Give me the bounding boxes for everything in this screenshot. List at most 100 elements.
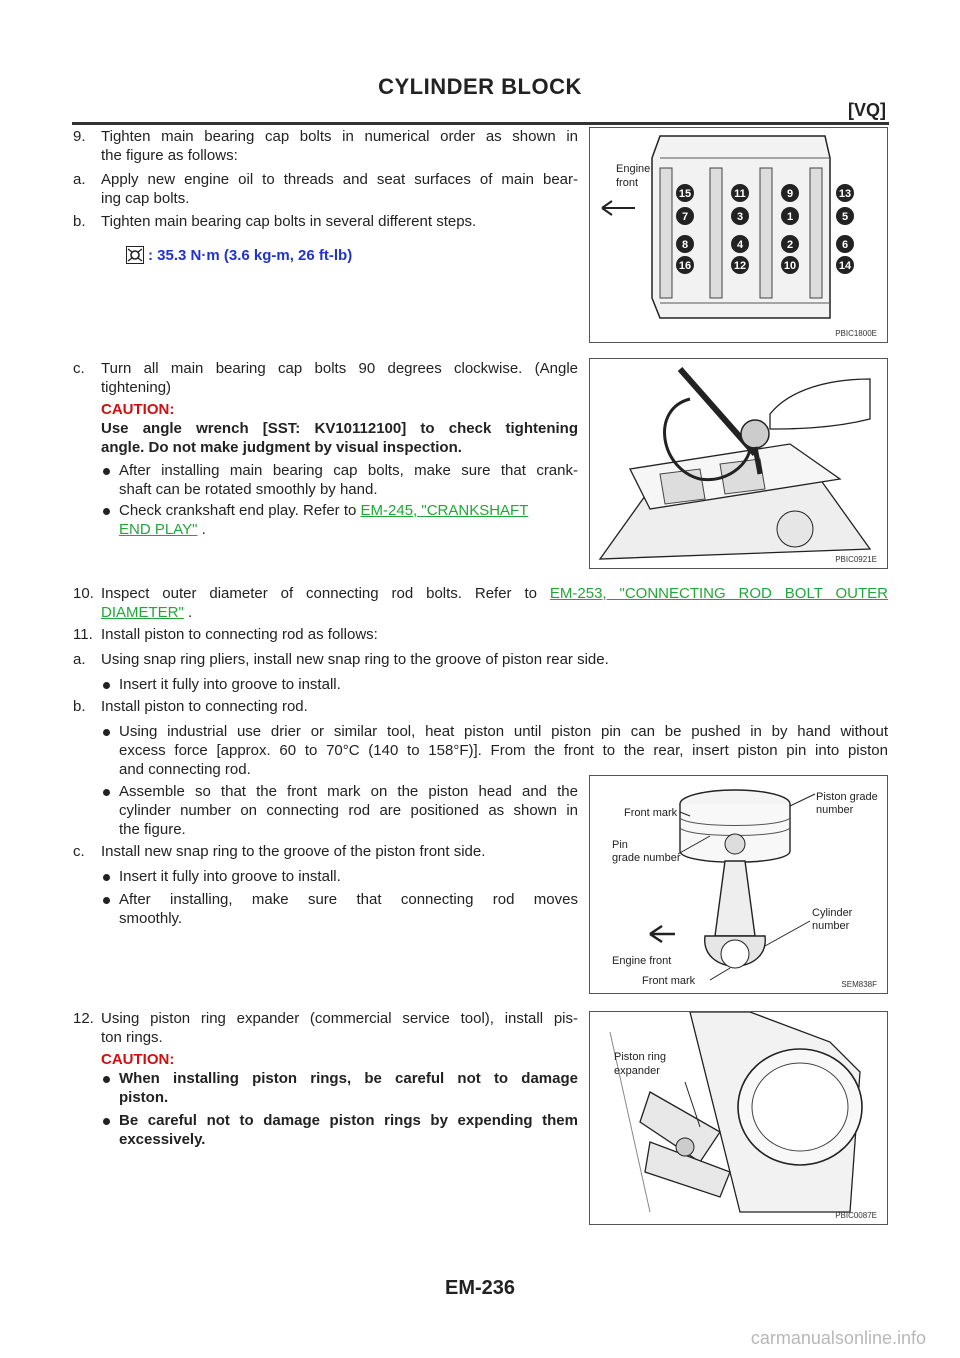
bullet-dot: [103, 1118, 110, 1125]
step-11b-bullet1-line2: excess force [approx. 60 to 70°C (140 to…: [119, 742, 888, 759]
cylinder-number-label-1: Cylinder: [812, 907, 853, 919]
step-9c-letter: c.: [73, 360, 85, 377]
step-9c-line1: Turn all main bearing cap bolts 90 degre…: [101, 360, 578, 377]
bolt-callout-number: 6: [842, 239, 848, 251]
page-number: EM-236: [444, 1277, 516, 1299]
piston-rod-drawing: Piston grade number Front mark Pin grade…: [612, 789, 878, 987]
step-11b-bullet2-line2: cylinder number on connecting rod are po…: [119, 802, 578, 819]
link-em245[interactable]: EM-245, "CRANKSHAFT: [360, 502, 529, 519]
link-em253[interactable]: EM-253, "CONNECTING ROD BOLT OUTER: [549, 585, 888, 602]
step-11c-letter: c.: [73, 843, 85, 860]
bolt-callout-number: 1: [787, 211, 793, 223]
caution-1-line2: angle. Do not make judgment by visual in…: [101, 439, 462, 456]
caution-2-b1-line1: When installing piston rings, be careful…: [119, 1070, 578, 1087]
bolt-callout-number: 8: [682, 239, 688, 251]
step-9a-line2: ing cap bolts.: [101, 190, 190, 207]
section-tag: [VQ]: [848, 100, 886, 120]
pin-grade-label-1: Pin: [612, 839, 628, 851]
bolt-callout-circle: [836, 207, 854, 225]
bullet-dot: [103, 789, 110, 796]
step-10-number: 10.: [73, 585, 94, 602]
piston-grade-label-2: number: [816, 804, 854, 816]
step-11-number: 11.: [73, 626, 93, 643]
bullet-end-play-line2: END PLAY" .: [119, 520, 206, 540]
caution-label-2: CAUTION:: [101, 1051, 175, 1068]
bolt-callout-circle: [676, 235, 694, 253]
bolt-callout-number: 11: [734, 188, 746, 200]
step-9a-letter: a.: [73, 171, 86, 188]
engine-front-label-2: front: [616, 177, 638, 189]
step-10-text: Inspect outer diameter of connecting rod…: [101, 585, 537, 602]
bolt-callout-number: 7: [682, 211, 688, 223]
bullet-crank-rotate-line2: shaft can be rotated smoothly by hand.: [119, 481, 378, 498]
bolt-callout-number: 12: [734, 260, 746, 272]
bullet-dot: [103, 1076, 110, 1083]
bolt-callout-circle: [781, 207, 799, 225]
bolt-callout-circle: [676, 207, 694, 225]
bolt-callout-number: 14: [839, 260, 852, 272]
figure-angle-wrench: PBIC0921E: [589, 358, 888, 569]
step-11a-text: Using snap ring pliers, install new snap…: [101, 651, 609, 668]
caution-2-b1-line2: piston.: [119, 1089, 169, 1106]
bolt-callout-number: 16: [679, 260, 691, 272]
step-11a-letter: a.: [73, 651, 86, 668]
bullet-dot: [103, 729, 110, 736]
page-title: CYLINDER BLOCK: [378, 74, 582, 99]
figure-piston-rod: Piston grade number Front mark Pin grade…: [589, 775, 888, 994]
expander-label-2: expander: [614, 1065, 660, 1077]
step-12-number: 12.: [73, 1010, 94, 1027]
step-9b-letter: b.: [73, 213, 86, 230]
ring-expander-drawing: Piston ring expander: [609, 1012, 863, 1213]
torque-wrench-icon: [126, 246, 144, 264]
caution-1-line1: Use angle wrench [SST: KV10112100] to ch…: [101, 420, 578, 437]
step-12-line1: Using piston ring expander (commercial s…: [101, 1010, 578, 1027]
bolt-callout-circle: [731, 184, 749, 202]
engine-front-label: Engine front: [612, 955, 671, 967]
step-11b-bullet1-line1: Using industrial use drier or similar to…: [119, 723, 888, 740]
step-9-line1: Tighten main bearing cap bolts in numeri…: [101, 128, 578, 145]
figure-id: PBIC1800E: [835, 329, 877, 338]
bolt-callout-circle: [836, 235, 854, 253]
step-11c-bullet2-line1: After installing, make sure that connect…: [119, 891, 578, 908]
bolt-callout-circle: [731, 235, 749, 253]
figure-ring-expander: Piston ring expander PBIC0087E: [589, 1011, 888, 1225]
bolt-callout-number: 3: [737, 211, 743, 223]
bullet-dot: [103, 468, 110, 475]
step-11-text: Install piston to connecting rod as foll…: [101, 626, 378, 643]
link-em245-cont[interactable]: END PLAY": [119, 521, 198, 538]
step-9a-line1: Apply new engine oil to threads and seat…: [101, 171, 578, 188]
step-11b-letter: b.: [73, 698, 86, 715]
step-11a-bullet: Insert it fully into groove to install.: [119, 676, 341, 693]
step-11b-text: Install piston to connecting rod.: [101, 698, 308, 715]
bullet-dot: [103, 897, 110, 904]
link-em253-cont[interactable]: DIAMETER": [101, 604, 184, 621]
caution-label-1: CAUTION:: [101, 401, 175, 418]
caution-2-b2-line2: excessively.: [119, 1131, 206, 1148]
front-mark-label: Front mark: [624, 807, 678, 819]
bullet-crank-rotate-line1: After installing main bearing cap bolts,…: [119, 462, 578, 479]
cylinder-number-label-2: number: [812, 920, 850, 932]
piston-grade-label-1: Piston grade: [816, 791, 878, 803]
bolt-callout-number: 2: [787, 239, 793, 251]
pin-grade-label-2: grade number: [612, 852, 681, 864]
front-mark-label-2: Front mark: [642, 975, 696, 987]
end-play-text: Check crankshaft end play. Refer to: [119, 502, 357, 519]
bolt-callout-number: 13: [839, 188, 851, 200]
watermark: carmanualsonline.info: [750, 1328, 926, 1348]
figure-id: PBIC0087E: [835, 1211, 877, 1220]
step-10-line1: Inspect outer diameter of connecting rod…: [101, 584, 888, 604]
end-play-suffix: .: [197, 521, 206, 538]
bolt-callout-number: 15: [679, 188, 691, 200]
caution-2-b2-line1: Be careful not to damage piston rings by…: [119, 1112, 578, 1129]
step-10-line2: DIAMETER" .: [101, 603, 192, 623]
figure-id: PBIC0921E: [835, 555, 877, 564]
step-9-line2: the figure as follows:: [101, 147, 238, 164]
bolt-callout-circle: [676, 184, 694, 202]
step-9-number: 9.: [73, 128, 86, 145]
bolt-callout-circle: [731, 207, 749, 225]
step-11c-bullet1: Insert it fully into groove to install.: [119, 868, 341, 885]
bullet-end-play-text: Check crankshaft end play. Refer to EM-2…: [119, 501, 528, 521]
expander-label-1: Piston ring: [614, 1051, 666, 1063]
